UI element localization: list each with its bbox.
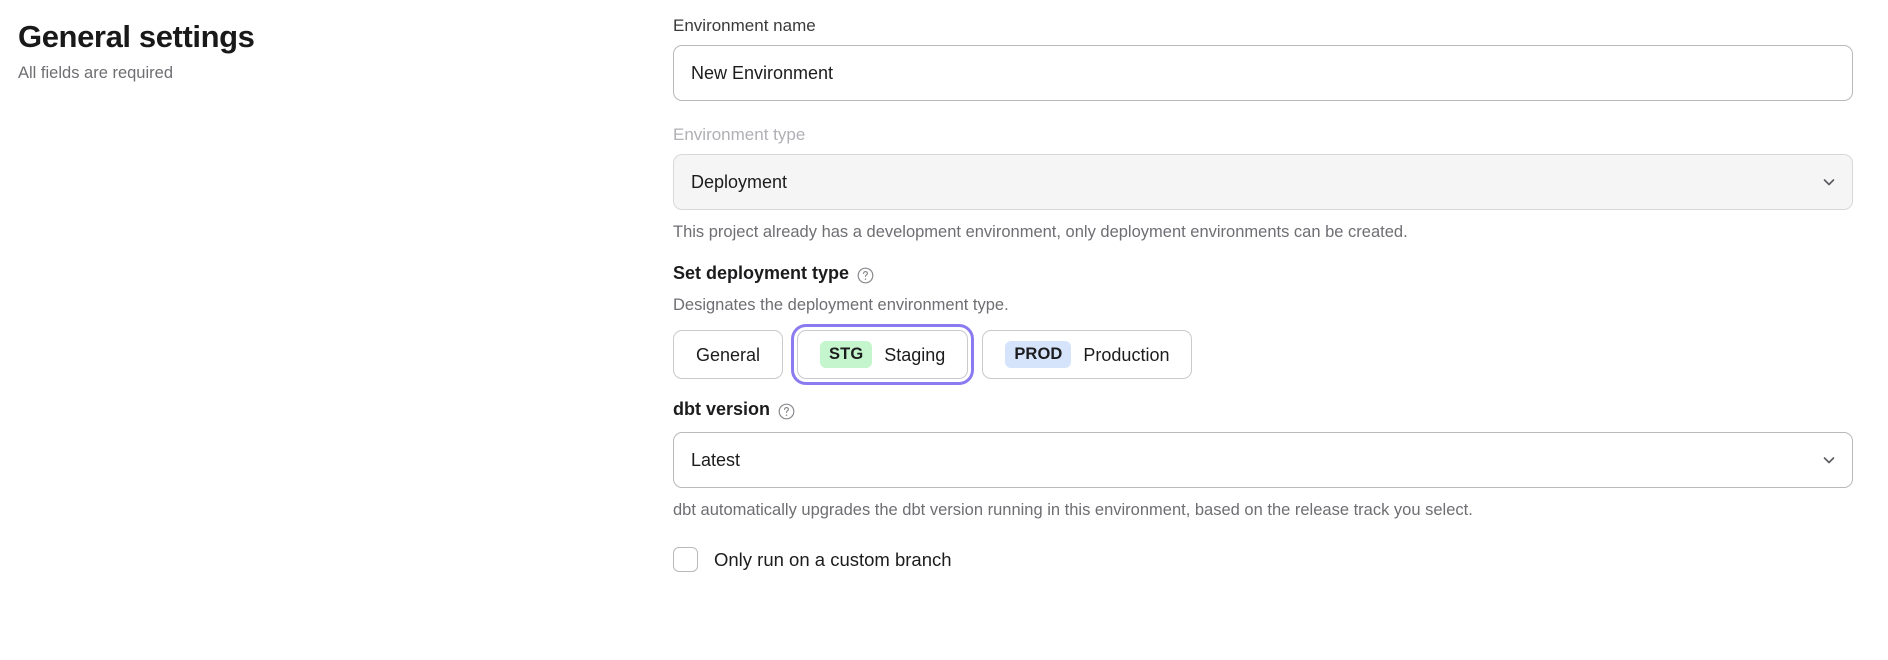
page-title: General settings: [18, 18, 618, 56]
deployment-type-option-general[interactable]: General: [673, 330, 783, 379]
environment-type-select-wrapper: Deployment: [673, 154, 1853, 210]
environment-name-field: Environment name: [673, 14, 1853, 101]
production-badge: PROD: [1005, 341, 1071, 368]
deployment-type-options: General STG Staging PROD Production: [673, 330, 1853, 379]
dbt-version-select[interactable]: Latest: [673, 432, 1853, 488]
general-settings-form: Environment name Environment type Deploy…: [673, 14, 1853, 572]
deployment-type-heading-text: Set deployment type: [673, 261, 849, 285]
settings-header: General settings All fields are required: [18, 18, 618, 84]
deployment-type-option-general-label: General: [696, 344, 760, 366]
environment-type-helper-text: This project already has a development e…: [673, 221, 1853, 243]
question-circle-icon[interactable]: [857, 266, 874, 283]
dbt-version-value: Latest: [691, 450, 740, 471]
dbt-version-select-wrapper: Latest: [673, 432, 1853, 488]
deployment-type-heading: Set deployment type: [673, 261, 1853, 285]
environment-type-value: Deployment: [691, 172, 787, 193]
deployment-type-option-staging-label: Staging: [884, 344, 945, 366]
deployment-type-option-staging[interactable]: STG Staging: [797, 330, 968, 379]
custom-branch-row: Only run on a custom branch: [673, 547, 1853, 572]
dbt-version-helper-text: dbt automatically upgrades the dbt versi…: [673, 499, 1853, 521]
environment-type-select[interactable]: Deployment: [673, 154, 1853, 210]
environment-name-label: Environment name: [673, 14, 1853, 38]
environment-type-field: Environment type Deployment This project…: [673, 123, 1853, 243]
custom-branch-checkbox[interactable]: [673, 547, 698, 572]
page-subtitle: All fields are required: [18, 62, 618, 84]
question-circle-icon[interactable]: [778, 402, 795, 419]
deployment-type-option-production-label: Production: [1083, 344, 1169, 366]
deployment-type-description: Designates the deployment environment ty…: [673, 294, 1853, 316]
dbt-version-heading: dbt version: [673, 397, 1853, 421]
staging-badge: STG: [820, 341, 872, 368]
dbt-version-heading-text: dbt version: [673, 397, 770, 421]
environment-type-label: Environment type: [673, 123, 1853, 147]
custom-branch-label: Only run on a custom branch: [714, 548, 952, 572]
deployment-type-option-production[interactable]: PROD Production: [982, 330, 1192, 379]
environment-name-input[interactable]: [673, 45, 1853, 101]
deployment-type-section: Set deployment type Designates the deplo…: [673, 261, 1853, 379]
dbt-version-field: dbt version Latest: [673, 397, 1853, 521]
